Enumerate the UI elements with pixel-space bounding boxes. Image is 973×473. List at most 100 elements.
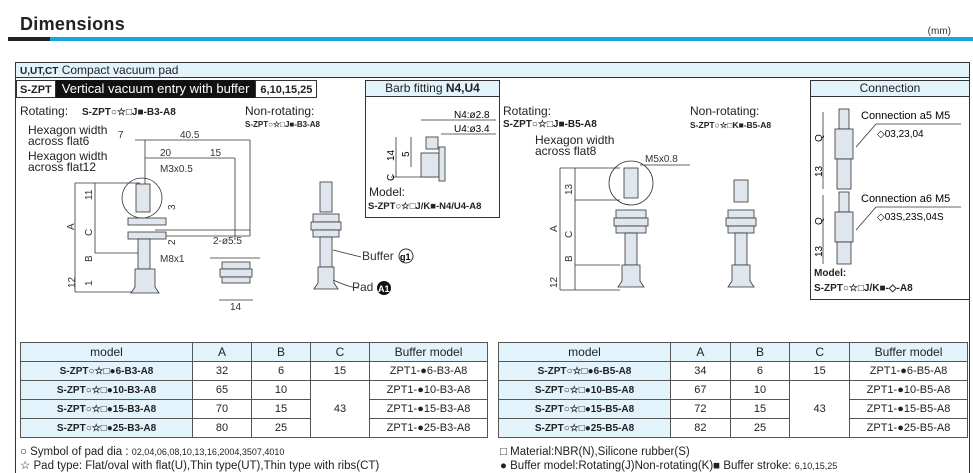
barb-heading: Barb fitting N4,U4 bbox=[366, 81, 499, 97]
barb-title: Barb fitting bbox=[385, 81, 443, 95]
barb-dim-5: 5 bbox=[401, 151, 412, 157]
cell-b: 10 bbox=[729, 380, 791, 400]
col-c: C bbox=[789, 342, 850, 362]
note-pad-dia-label: ○ Symbol of pad dia : bbox=[20, 446, 129, 458]
dim-14: 14 bbox=[230, 302, 242, 313]
barb-model-code: S-ZPT○☆□J/K■-N4/U4-A8 bbox=[368, 201, 482, 212]
conn-dim-13: 13 bbox=[814, 165, 825, 177]
dim-15: 15 bbox=[210, 148, 222, 159]
right-dim-c: C bbox=[564, 231, 575, 238]
connection-a6: Connection a6 M5 bbox=[861, 193, 950, 205]
connection-a5: Connection a5 M5 bbox=[861, 110, 950, 122]
col-model: model bbox=[498, 342, 671, 362]
note-pad-type: ☆ Pad type: Flat/oval with flat(U),Thin … bbox=[20, 460, 380, 472]
cell-model: S-ZPT○☆□●15-B5-A8 bbox=[498, 399, 671, 419]
cell-model: S-ZPT○☆□●10-B5-A8 bbox=[498, 380, 671, 400]
right-dim-12: 12 bbox=[549, 276, 560, 288]
thread-m8: M8x1 bbox=[160, 254, 185, 265]
cell-a: 32 bbox=[192, 361, 252, 381]
cell-b: 6 bbox=[729, 361, 791, 381]
buffer-code: g1 bbox=[400, 252, 411, 262]
unit-label: (mm) bbox=[927, 26, 951, 37]
right-dim-a: A bbox=[549, 225, 560, 232]
dim-7: 7 bbox=[118, 130, 124, 141]
note-material: □ Material:NBR(N),Silicone rubber(S) bbox=[500, 446, 690, 458]
dim-20: 20 bbox=[160, 148, 172, 159]
cell-c: 43 bbox=[789, 380, 850, 438]
cell-b: 6 bbox=[251, 361, 311, 381]
cell-a: 72 bbox=[670, 399, 731, 419]
cell-buffer: ZPT1-●25-B5-A8 bbox=[849, 418, 968, 438]
cell-a: 80 bbox=[192, 418, 252, 438]
cell-buffer: ZPT1-●15-B3-A8 bbox=[369, 399, 488, 419]
col-b: B bbox=[729, 342, 791, 362]
right-rotating-code: S-ZPT○☆□J■-B5-A8 bbox=[503, 119, 597, 130]
right-nonrotating-label: Non-rotating: bbox=[690, 104, 760, 118]
buffer-label: Buffer bbox=[362, 249, 394, 263]
cell-b: 15 bbox=[729, 399, 791, 419]
col-buffer-model: Buffer model bbox=[849, 342, 968, 362]
col-b: B bbox=[251, 342, 311, 362]
cell-b: 25 bbox=[729, 418, 791, 438]
cell-model: S-ZPT○☆□●6-B3-A8 bbox=[20, 361, 193, 381]
title-rule-accent bbox=[8, 37, 50, 41]
hex12-label: Hexagon width across flat12 bbox=[28, 149, 108, 174]
nonrotating-label: Non-rotating: bbox=[245, 104, 315, 118]
rotating-label: Rotating: bbox=[20, 104, 69, 118]
table-b3: model A B C Buffer model S-ZPT○☆□●6-B3-A… bbox=[20, 342, 488, 438]
section-heading: U,UT,CT Compact vacuum pad bbox=[16, 63, 969, 78]
hole-dim: 2-ø5.5 bbox=[213, 236, 242, 247]
barb-n4: N4:ø2.8 bbox=[454, 110, 490, 121]
table-b5: model A B C Buffer model S-ZPT○☆□●6-B5-A… bbox=[498, 342, 968, 438]
barb-model-label: Model: bbox=[369, 185, 406, 199]
cell-a: 67 bbox=[670, 380, 731, 400]
cell-b: 15 bbox=[251, 399, 311, 419]
series-label: U,UT,CT bbox=[20, 66, 59, 77]
dim-3: 3 bbox=[167, 204, 178, 210]
col-a: A bbox=[192, 342, 252, 362]
conn-dim-q: Q bbox=[814, 134, 825, 142]
hex6-label: Hexagon width across flat6 bbox=[28, 123, 108, 148]
pad-code: A1 bbox=[378, 284, 390, 294]
pad-label: Pad bbox=[352, 280, 373, 294]
cell-buffer: ZPT1-●10-B5-A8 bbox=[849, 380, 968, 400]
cell-model: S-ZPT○☆□●25-B3-A8 bbox=[20, 418, 193, 438]
connection-title: Connection bbox=[811, 81, 969, 97]
cell-b: 25 bbox=[251, 418, 311, 438]
barb-drawing: N4:ø2.8 U4:ø3.4 5 14 C bbox=[386, 110, 496, 182]
connection-box: Connection Q 13 Q 13 Connection a5 M5 ◇0… bbox=[810, 80, 970, 300]
title-rule bbox=[50, 37, 973, 41]
nonrotating-code: S-ZPT○☆□J■-B3-A8 bbox=[245, 120, 321, 129]
barb-fitting-box: Barb fitting N4,U4 N4:ø2.8 U4:ø3.4 5 14 … bbox=[365, 80, 500, 218]
cell-buffer: ZPT1-●15-B5-A8 bbox=[849, 399, 968, 419]
thread-m3: M3x0.5 bbox=[160, 164, 193, 175]
connection-drawing: Q 13 Q 13 Connection a5 M5 ◇03,23,04 Con… bbox=[814, 108, 961, 265]
conn-dim-q2: Q bbox=[814, 217, 825, 225]
page-title: Dimensions bbox=[20, 14, 126, 34]
cell-buffer: ZPT1-●6-B3-A8 bbox=[369, 361, 488, 381]
model-subtitle: Vertical vacuum entry with buffer bbox=[55, 80, 256, 98]
dim-b: B bbox=[84, 255, 95, 262]
conn-dim-13b: 13 bbox=[814, 245, 825, 257]
barb-u4: U4:ø3.4 bbox=[454, 124, 490, 135]
cell-model: S-ZPT○☆□●6-B5-A8 bbox=[498, 361, 671, 381]
dim-1: 1 bbox=[84, 280, 95, 286]
connection-a6-codes: ◇03S,23S,04S bbox=[877, 212, 944, 223]
col-a: A bbox=[670, 342, 731, 362]
cell-model: S-ZPT○☆□●10-B3-A8 bbox=[20, 380, 193, 400]
dim-2: 2 bbox=[167, 239, 178, 245]
right-dim-b: B bbox=[564, 255, 575, 262]
col-buffer-model: Buffer model bbox=[369, 342, 488, 362]
right-nonrotating-code: S-ZPT○☆□K■-B5-A8 bbox=[690, 120, 772, 130]
stroke-options: 6,10,15,25 bbox=[255, 80, 318, 98]
barb-dim-14: 14 bbox=[386, 149, 397, 161]
note-pad-dia-values: 02,04,06,08,10,13,16,2004,3507,4010 bbox=[131, 447, 285, 457]
rotating-code: S-ZPT○☆□J■-B3-A8 bbox=[82, 107, 176, 118]
cell-a: 70 bbox=[192, 399, 252, 419]
cell-model: S-ZPT○☆□●25-B5-A8 bbox=[498, 418, 671, 438]
